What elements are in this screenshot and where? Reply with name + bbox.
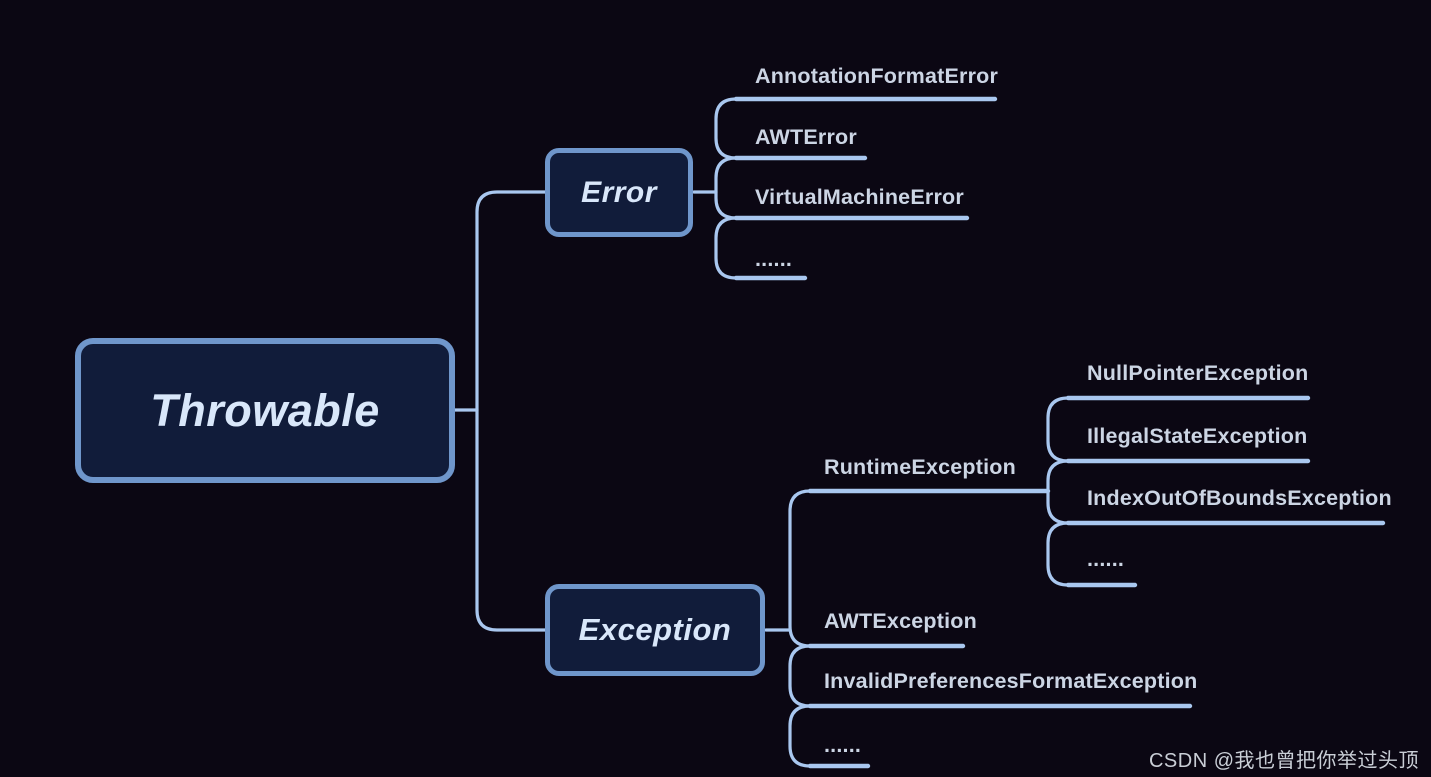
exception-bracket-2 — [788, 644, 1192, 708]
exception-bracket-3 — [788, 704, 1192, 768]
node-virtual-machine-error: VirtualMachineError — [755, 185, 964, 209]
node-null-pointer-exception: NullPointerException — [1087, 361, 1309, 385]
runtime-bracket-2 — [1046, 459, 1385, 525]
node-runtime-ellipsis: ...... — [1087, 547, 1125, 571]
node-error-ellipsis: ...... — [755, 247, 793, 271]
node-illegal-state-exception: IllegalStateException — [1087, 424, 1308, 448]
exception-bracket-1 — [788, 489, 1050, 648]
node-annotation-format-error: AnnotationFormatError — [755, 64, 999, 88]
error-bracket-3 — [714, 216, 969, 280]
node-exception-ellipsis: ...... — [824, 733, 862, 757]
error-bracket-2 — [714, 156, 969, 220]
node-throwable: Throwable — [75, 338, 455, 483]
runtime-bracket-3 — [1046, 521, 1385, 587]
node-awt-error: AWTError — [755, 125, 857, 149]
csdn-watermark: CSDN @我也曾把你举过头顶 — [1148, 750, 1419, 772]
node-exception: Exception — [545, 584, 765, 676]
node-index-out-of-bounds-exception: IndexOutOfBoundsException — [1087, 486, 1392, 510]
throwable-children-trunk — [475, 190, 547, 632]
node-runtime-exception: RuntimeException — [824, 455, 1016, 479]
node-error: Error — [545, 148, 693, 237]
node-invalid-preferences-format-exception: InvalidPreferencesFormatException — [824, 669, 1198, 693]
node-awt-exception: AWTException — [824, 609, 977, 633]
runtime-bracket-1 — [1046, 396, 1310, 463]
error-bracket-1 — [714, 97, 997, 160]
